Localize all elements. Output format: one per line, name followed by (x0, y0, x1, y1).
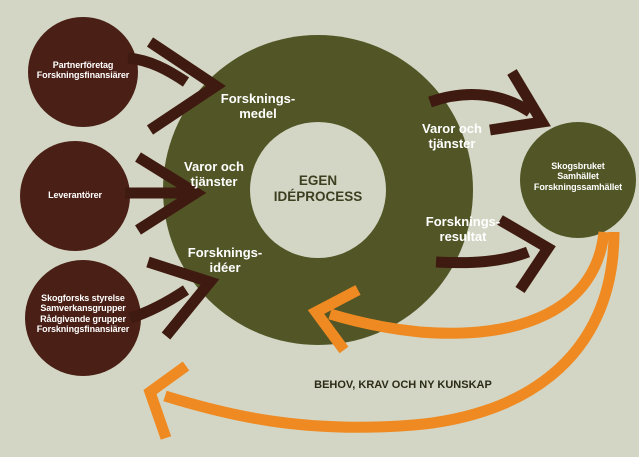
node-society-line-3: Forskningssamhället (533, 181, 623, 192)
node-board-line-4: Forskningsfinansiärer (36, 324, 130, 335)
ring-label-goods-out: Varor och tjänster (406, 121, 498, 152)
central-core (250, 122, 386, 258)
ring-label-research-ideas-line-1: Forsknings- (187, 245, 263, 260)
node-partners-line-1: Partnerföretag (52, 60, 114, 70)
node-society-line-2: Samhället (557, 171, 599, 182)
ring-label-research-results-line-2: resultat (439, 228, 487, 244)
node-suppliers-line-1: Leverantörer (48, 190, 102, 200)
core-label-line-2: IDÉPROCESS (273, 188, 363, 204)
feedback-arrow-inner (307, 231, 610, 354)
node-board-line-1: Skogforsks styrelse (41, 293, 125, 303)
core-label: EGEN IDÉPROCESS (268, 173, 368, 204)
node-suppliers-label: Leverantörer (20, 190, 130, 200)
arrow-mid-input (125, 152, 207, 235)
node-partners-label: Partnerföretag Forskningsfinansiärer (22, 60, 144, 81)
node-suppliers (20, 141, 130, 251)
arrow-top-input (127, 37, 226, 135)
ring-label-research-results: Forsknings- resultat (414, 214, 512, 245)
feedback-arrow-outer (143, 231, 620, 440)
ring-label-research-funds-line-2: medel (239, 105, 277, 121)
node-society-label: Skogsbruket Samhället Forskningssamhälle… (522, 161, 634, 192)
node-board-line-2: Samverkansgrupper (40, 303, 126, 314)
ring-label-research-funds-line-1: Forsknings- (220, 91, 296, 106)
node-society (520, 122, 636, 238)
node-board-line-3: Rådgivande grupper (40, 313, 126, 324)
feedback-label: BEHOV, KRAV OCH NY KUNSKAP (314, 379, 492, 391)
ring-label-goods-in: Varor och tjänster (168, 159, 260, 190)
ring-label-goods-out-line-2: tjänster (428, 135, 476, 151)
core-label-line-1: EGEN (298, 173, 338, 188)
arrow-top-output (428, 69, 551, 136)
ring-label-goods-in-line-2: tjänster (190, 173, 238, 189)
ring-label-research-funds: Forsknings- medel (208, 91, 308, 122)
ring-label-goods-in-line-1: Varor och (184, 159, 244, 174)
node-partners-line-2: Forskningsfinansiärer (36, 70, 130, 81)
node-society-line-1: Skogsbruket (551, 161, 605, 171)
node-board-label: Skogforsks styrelse Samverkansgrupper Rå… (22, 293, 144, 334)
ring-label-research-ideas-line-2: idéer (209, 259, 241, 275)
arrow-bottom-input (128, 256, 220, 340)
ring-label-research-ideas: Forsknings- idéer (176, 245, 274, 276)
arrow-bottom-output (435, 215, 556, 294)
node-board (25, 260, 141, 376)
node-partners (28, 17, 138, 127)
ring-label-research-results-line-1: Forsknings- (425, 214, 501, 229)
ring-label-goods-out-line-1: Varor och (422, 121, 482, 136)
